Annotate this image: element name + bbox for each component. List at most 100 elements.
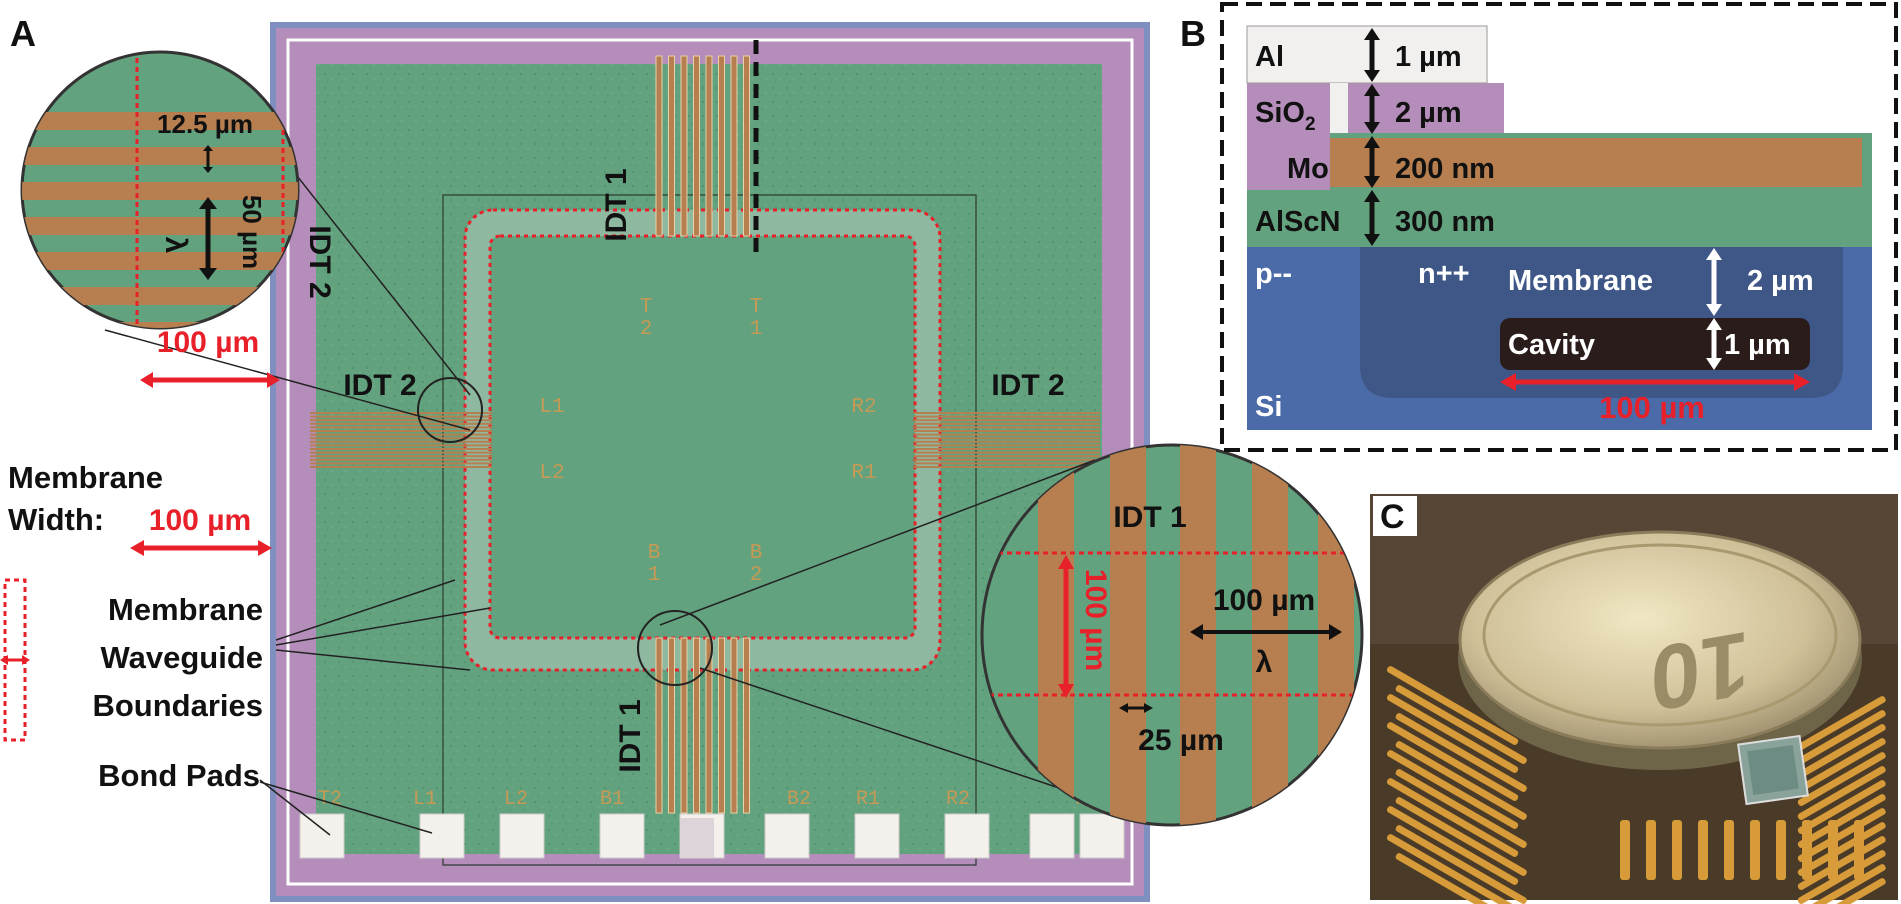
- pcb-trace: [1797, 738, 1886, 792]
- idt-finger: [914, 433, 1100, 436]
- idt-finger: [693, 55, 700, 237]
- idt-finger: [310, 430, 492, 432]
- zoom-right: IDT 1 100 µm 100 µm λ 25 µm: [980, 443, 1364, 827]
- waveguide-inner-boundary: [488, 234, 917, 640]
- pcb-trace: [1797, 808, 1886, 862]
- panel-b-white-arrows: [1706, 248, 1722, 370]
- idt2-right-electrodes: [914, 412, 1100, 468]
- idt-finger: [914, 422, 1100, 425]
- zoom-left-finger: [22, 322, 298, 328]
- waveguide-interior: [490, 236, 915, 638]
- cavity-thickness: 1 µm: [1724, 329, 1791, 361]
- mark-l1: L1: [539, 396, 564, 419]
- idt-finger: [914, 412, 1100, 414]
- pcb-trace: [1620, 820, 1630, 880]
- pcb-trace: [1750, 820, 1760, 880]
- pcb-trace: [1672, 820, 1682, 880]
- zoom-left-wavelength: 50 µm: [237, 195, 267, 269]
- idt-finger: [914, 458, 1100, 461]
- idt-finger: [718, 55, 725, 237]
- idt-finger: [914, 437, 1100, 440]
- membrane-width-line1: Membrane: [8, 460, 163, 495]
- idt-finger: [914, 430, 1100, 432]
- zoom-marker-bottom: [637, 610, 713, 686]
- idt-finger: [914, 440, 1100, 443]
- idt-finger: [914, 444, 1100, 447]
- n-label: n++: [1418, 258, 1470, 290]
- idt-finger: [914, 415, 1100, 418]
- idt-finger: [743, 637, 750, 814]
- zoom-right-wavelength: 100 µm: [1213, 584, 1315, 617]
- pcb-trace: [1797, 780, 1886, 834]
- zoom-left-finger: [0, 357, 300, 375]
- bond-pad: [944, 813, 990, 859]
- pcb-trace: [1386, 694, 1519, 773]
- idt2-right-label: IDT 2: [991, 369, 1064, 402]
- membrane-label: Membrane: [1508, 265, 1653, 297]
- boundaries-line3: Boundaries: [92, 688, 263, 723]
- idt-finger: [310, 466, 492, 468]
- bond-pad-label: L2: [504, 788, 528, 811]
- pcb-trace: [1386, 750, 1519, 829]
- boundaries-line1: Membrane: [108, 592, 263, 627]
- idt-finger: [743, 55, 750, 237]
- membrane-width-value: 100 µm: [149, 504, 251, 537]
- coin-value: 10: [1651, 611, 1750, 730]
- sio2-label: SiO2: [1255, 97, 1316, 135]
- pcb-trace: [1386, 778, 1519, 857]
- bond-pad: [299, 813, 345, 859]
- idt-finger: [914, 448, 1100, 450]
- pcb-trace: [1802, 820, 1812, 880]
- idt-finger: [705, 55, 713, 237]
- pcb-trace: [1395, 769, 1527, 848]
- bond-pad: [499, 813, 545, 859]
- pcb-trace: [1386, 722, 1519, 801]
- idt1-bottom-electrodes: [655, 637, 750, 814]
- panel-c: 10 C: [1370, 494, 1898, 904]
- bond-pad: [764, 813, 810, 859]
- idt-finger: [914, 462, 1100, 465]
- idt-finger: [310, 444, 492, 447]
- idt-finger: [310, 412, 492, 414]
- panel-c-label: C: [1380, 498, 1405, 536]
- idt-finger: [310, 462, 492, 465]
- idt-finger: [914, 451, 1100, 454]
- idt-finger: [914, 426, 1100, 429]
- idt-finger: [914, 466, 1100, 468]
- pcb-traces: [1386, 666, 1886, 904]
- zoom-right-finger: [1318, 445, 1354, 825]
- idt-finger: [718, 637, 725, 814]
- idt-finger: [310, 437, 492, 440]
- mark-t2: T: [640, 296, 653, 319]
- pcb-trace: [1797, 794, 1886, 848]
- pcb-trace: [1698, 820, 1708, 880]
- pcb-trace: [1386, 666, 1519, 745]
- alscn-thickness: 300 nm: [1395, 206, 1495, 238]
- al-label: Al: [1255, 41, 1284, 73]
- bond-pads: [299, 813, 1125, 859]
- bond-pad: [854, 813, 900, 859]
- bond-pad: [1079, 813, 1125, 859]
- coin: [1458, 530, 1862, 750]
- zoom-left: 12.5 µm 50 µm λ IDT 2 100 µm: [0, 50, 336, 388]
- mark-t1-digit: 1: [750, 318, 763, 341]
- panel-c-label-bg: [1373, 496, 1417, 536]
- boundaries-line2: Waveguide: [101, 640, 264, 675]
- bond-pad-label: B2: [787, 788, 811, 811]
- mark-r1: R1: [851, 462, 876, 485]
- zoom-left-finger: [22, 252, 298, 270]
- idt-finger: [668, 55, 675, 237]
- cavity-width: 100 µm: [1599, 390, 1705, 425]
- zoom-left-finger: [22, 217, 298, 235]
- idt-finger: [680, 637, 688, 814]
- pcb-trace: [1395, 713, 1527, 792]
- membrane-thickness: 2 µm: [1747, 265, 1814, 297]
- idt1-top-label: IDT 1: [600, 168, 633, 241]
- zoom-left-width: 100 µm: [157, 326, 259, 359]
- cavity: [1500, 318, 1810, 370]
- al-via: [1330, 83, 1348, 133]
- zoom-left-finger: [22, 147, 298, 165]
- chip-marks: T 2 T 1 L1 L2 R2 R1 B 1 B 2: [539, 296, 876, 587]
